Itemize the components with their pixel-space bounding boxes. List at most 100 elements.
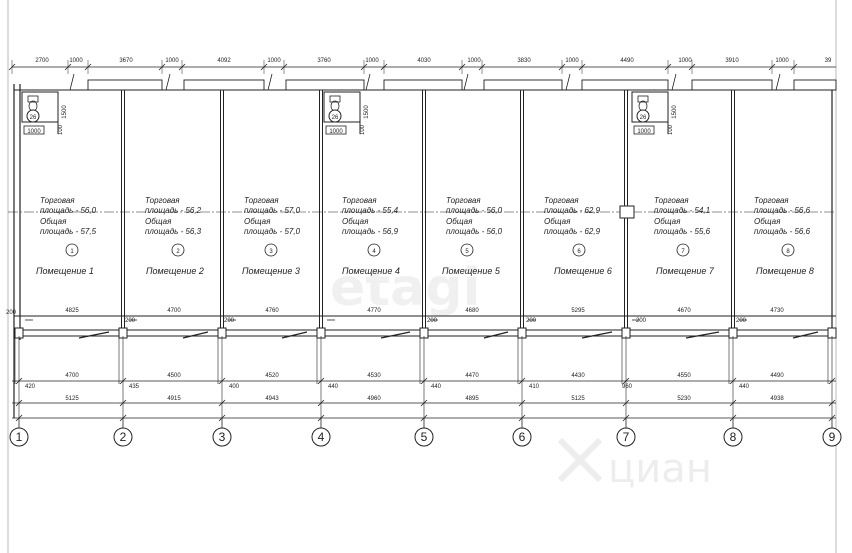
top-dimension: 4092 bbox=[217, 58, 231, 64]
bottom-dimension: 4915 bbox=[167, 396, 181, 402]
corridor-door-leaf bbox=[78, 331, 110, 339]
top-dimension: 1000 bbox=[467, 58, 481, 64]
window-opening bbox=[285, 79, 365, 91]
wall-gap-dimension: 200 bbox=[427, 318, 438, 324]
mid-dimension: 4825 bbox=[65, 308, 79, 314]
small-dimension: 420 bbox=[25, 384, 36, 390]
watermark-cian-text: циан bbox=[608, 446, 712, 492]
wc-badge bbox=[636, 109, 650, 123]
room-number-circle bbox=[572, 243, 586, 257]
door-swing bbox=[69, 73, 86, 91]
dimension-tick bbox=[420, 399, 428, 407]
axis-bubble bbox=[822, 427, 842, 447]
room-total-area: площадь - 62,9 bbox=[544, 227, 601, 236]
lower-dimension: 4530 bbox=[367, 373, 381, 379]
small-dimension: 400 bbox=[229, 384, 240, 390]
room-trade-area: площадь - 56,2 bbox=[145, 206, 202, 215]
dimension-tick bbox=[119, 377, 127, 385]
room-number: 8 bbox=[786, 249, 790, 255]
room-number-circle bbox=[367, 243, 381, 257]
dimension-tick bbox=[317, 399, 325, 407]
small-dimension: 435 bbox=[129, 384, 140, 390]
top-dimension: 1000 bbox=[678, 58, 692, 64]
wc-dimension-box bbox=[633, 125, 655, 135]
corridor-door-leaf bbox=[792, 331, 819, 339]
room-total-label: Общая bbox=[654, 217, 681, 226]
wc-depth: 100 bbox=[58, 124, 64, 135]
lower-dimension: 4470 bbox=[465, 373, 479, 379]
toilet-tank-icon bbox=[329, 95, 341, 103]
room-name: Помещение 7 bbox=[656, 266, 715, 276]
mid-dimension: 4700 bbox=[167, 308, 181, 314]
wc-width: 1000 bbox=[27, 129, 41, 135]
toilet-tank-icon bbox=[637, 95, 649, 103]
dimension-tick bbox=[317, 377, 325, 385]
room-trade-area: площадь - 62,9 bbox=[544, 206, 601, 215]
room-trade-area: площадь - 56,6 bbox=[754, 206, 811, 215]
room-number-circle bbox=[264, 243, 278, 257]
bottom-dimension: 5125 bbox=[65, 396, 79, 402]
room-name: Помещение 3 bbox=[242, 266, 300, 276]
corridor-door-leaf bbox=[281, 331, 308, 339]
room-number: 3 bbox=[269, 249, 273, 255]
room-name: Помещение 4 bbox=[342, 266, 400, 276]
wc-badge-number: 26 bbox=[30, 115, 37, 121]
room-trade-area: площадь - 57,0 bbox=[244, 206, 301, 215]
wc-dimension-box bbox=[23, 125, 45, 135]
top-dimension: 3910 bbox=[725, 58, 739, 64]
wc-badge bbox=[26, 109, 40, 123]
wc-height: 1500 bbox=[364, 105, 370, 119]
room-number-circle bbox=[171, 243, 185, 257]
wall-gap-dimension: 200 bbox=[636, 318, 647, 324]
wc-badge bbox=[328, 109, 342, 123]
axis-bubble bbox=[9, 427, 29, 447]
wc-room bbox=[323, 91, 361, 123]
room-total-label: Общая bbox=[40, 217, 67, 226]
room-total-area: площадь - 56,9 bbox=[342, 227, 399, 236]
room-total-area: площадь - 57,0 bbox=[244, 227, 301, 236]
room-number-circle bbox=[781, 243, 795, 257]
axis-label: 9 bbox=[829, 430, 836, 444]
room-total-area: площадь - 56,3 bbox=[145, 227, 202, 236]
lower-dimension: 4520 bbox=[265, 373, 279, 379]
watermark-etagi: etagi bbox=[330, 258, 480, 318]
mid-dimension: 4760 bbox=[265, 308, 279, 314]
mid-dimension: 4770 bbox=[367, 308, 381, 314]
room-total-label: Общая bbox=[342, 217, 369, 226]
door-swing bbox=[775, 73, 792, 91]
room-name: Помещение 2 bbox=[146, 266, 204, 276]
axis-bubble bbox=[311, 427, 331, 447]
room-total-label: Общая bbox=[244, 217, 271, 226]
bottom-dimension: 4895 bbox=[465, 396, 479, 402]
room-total-label: Общая bbox=[446, 217, 473, 226]
room-name: Помещение 6 bbox=[554, 266, 612, 276]
room-total-area: площадь - 55,6 bbox=[654, 227, 711, 236]
dimension-tick bbox=[828, 399, 836, 407]
room-number: 7 bbox=[681, 249, 685, 255]
dimension-tick bbox=[622, 399, 630, 407]
column-marker bbox=[619, 205, 635, 219]
room-total-area: площадь - 56,6 bbox=[754, 227, 811, 236]
room-total-area: площадь - 57,5 bbox=[40, 227, 97, 236]
front-wall bbox=[69, 73, 837, 91]
lower-dimension: 4700 bbox=[65, 373, 79, 379]
mid-dimension: 4680 bbox=[465, 308, 479, 314]
bottom-dimension: 5125 bbox=[571, 396, 585, 402]
top-dimension: 4490 bbox=[620, 58, 634, 64]
wall-gap-dimension: 200 bbox=[125, 318, 136, 324]
dimension-tick bbox=[218, 377, 226, 385]
top-dimension: 1000 bbox=[69, 58, 83, 64]
dimension-tick bbox=[218, 399, 226, 407]
top-dimension: 1000 bbox=[565, 58, 579, 64]
room-trade-area: площадь - 56,0 bbox=[40, 206, 97, 215]
room-number: 6 bbox=[577, 249, 581, 255]
top-dimension: 1000 bbox=[365, 58, 379, 64]
axis-label: 4 bbox=[318, 430, 325, 444]
axis-bubble bbox=[512, 427, 532, 447]
wc-room bbox=[21, 91, 59, 123]
wc-width: 1000 bbox=[329, 129, 343, 135]
